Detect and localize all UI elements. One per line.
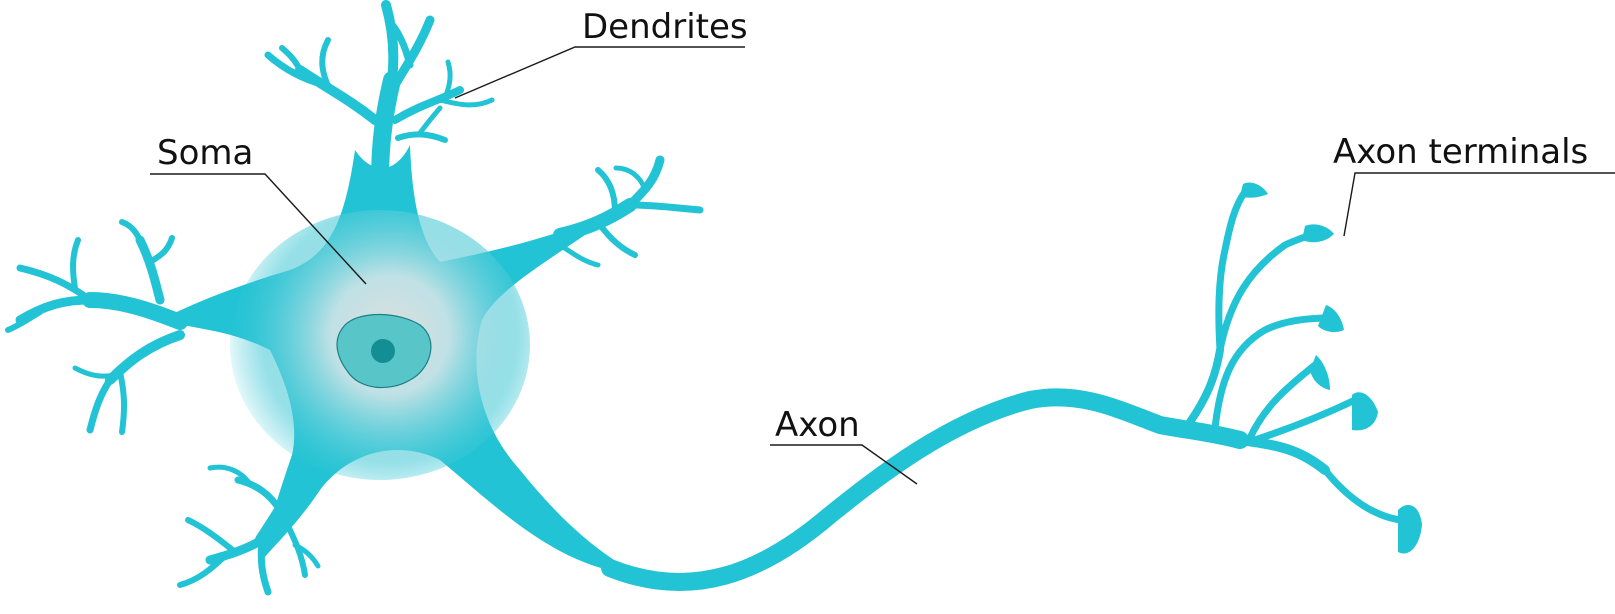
axon-terminals-label: Axon terminals [1333,132,1588,172]
axon-terminals [1190,182,1422,553]
axon [610,397,1240,582]
label-dendrites: Dendrites [455,7,748,98]
dendrites-label: Dendrites [582,7,748,47]
axon-label: Axon [775,405,860,445]
dendrites-leader-line [455,47,745,98]
axon-terminals-leader-line [1344,173,1615,236]
nucleolus [371,339,395,363]
soma-label: Soma [157,133,253,173]
soma [160,145,640,575]
label-axon-terminals: Axon terminals [1333,132,1615,236]
